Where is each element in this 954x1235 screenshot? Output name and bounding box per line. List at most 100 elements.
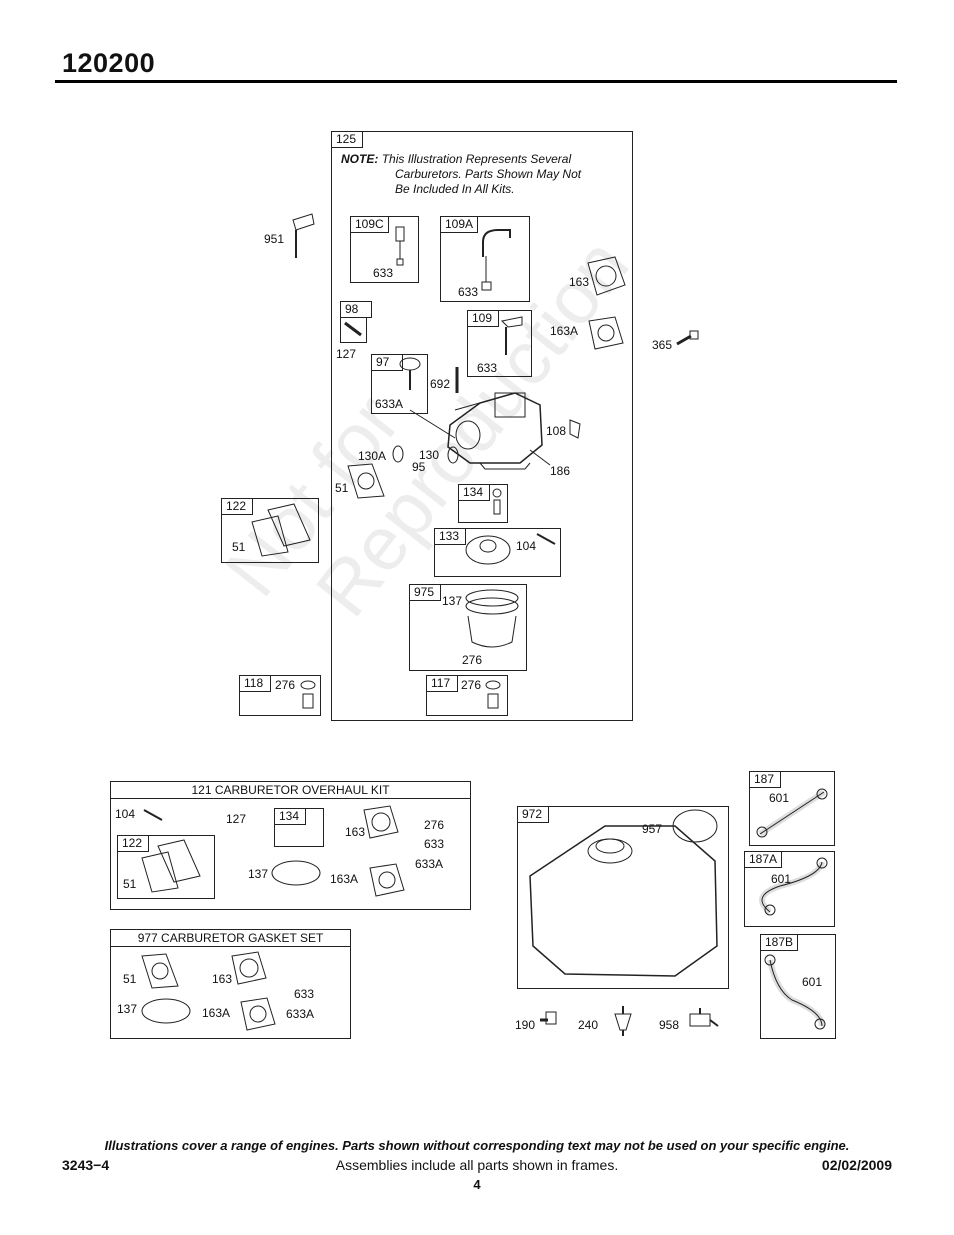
part-number: 276 xyxy=(424,818,445,832)
note-label: NOTE: xyxy=(341,152,379,166)
frame-tag: 972 xyxy=(517,806,549,823)
part-number: 104 xyxy=(115,807,136,821)
fuel-line-icon xyxy=(750,856,830,922)
part-number: 137 xyxy=(248,867,269,881)
frame-tag: 187 xyxy=(749,771,781,788)
kit-frame-134: 134 xyxy=(274,808,324,847)
part-frame-109c: 109C xyxy=(350,216,419,283)
footer-center-text: Assemblies include all parts shown in fr… xyxy=(335,1157,619,1173)
part-number: 137 xyxy=(117,1002,138,1016)
part-number: 601 xyxy=(769,791,790,805)
part-number-190: 190 xyxy=(515,1018,536,1032)
part-number: 137 xyxy=(442,594,463,608)
part-number-108: 108 xyxy=(546,424,567,438)
float-icon xyxy=(463,532,513,568)
frame-tag: 118 xyxy=(239,675,271,692)
part-number-365: 365 xyxy=(652,338,673,352)
frame-tag: 109C xyxy=(350,216,389,233)
illustration-note: NOTE: This Illustration Represents Sever… xyxy=(341,152,621,197)
part-number: 276 xyxy=(275,678,296,692)
frame-tag: 109A xyxy=(440,216,479,233)
frame-tag: 97 xyxy=(371,354,403,371)
gasket-icon xyxy=(228,950,270,988)
frame-tag: 98 xyxy=(340,301,372,318)
frame-tag: 117 xyxy=(426,675,458,692)
part-frame-187: 187 xyxy=(749,771,835,846)
valve-icon xyxy=(398,356,422,394)
part-frame-187b: 187B xyxy=(760,934,836,1039)
part-number: 163 xyxy=(212,972,233,986)
gasket-set-frame: 977 CARBURETOR GASKET SET xyxy=(110,929,351,1039)
jet-icon xyxy=(490,488,504,518)
bolt-icon xyxy=(675,330,700,348)
part-frame-98: 98 xyxy=(340,301,372,343)
gasket-set-title: 977 CARBURETOR GASKET SET xyxy=(111,930,350,947)
note-line2: Carburetors. Parts Shown May Not xyxy=(395,167,582,181)
frame-tag: 187A xyxy=(744,851,783,868)
pin-icon xyxy=(452,365,462,395)
part-number-51: 51 xyxy=(335,481,349,495)
part-number: 633A xyxy=(286,1007,315,1021)
part-number-240: 240 xyxy=(578,1018,599,1032)
part-number: 633 xyxy=(424,837,445,851)
carburetor-body-icon xyxy=(440,385,550,470)
washer-icon xyxy=(391,444,405,464)
part-frame-972: 972 xyxy=(517,806,729,989)
frame-tag: 109 xyxy=(467,310,499,327)
pin-icon xyxy=(142,808,164,822)
shutoff-valve-icon xyxy=(686,1006,720,1036)
page-number: 4 xyxy=(473,1177,481,1192)
bolt-icon xyxy=(538,1010,558,1030)
fuel-line-icon xyxy=(762,950,832,1034)
part-number-95: 95 xyxy=(412,460,426,474)
fuel-tank-icon xyxy=(525,806,725,981)
kit-frame-122: 122 xyxy=(117,835,215,899)
gasket-icon xyxy=(585,315,627,353)
float-needle-icon xyxy=(390,225,410,270)
frame-tag: 122 xyxy=(221,498,253,515)
part-number: 163A xyxy=(330,872,359,886)
part-frame-975: 975 xyxy=(409,584,527,671)
o-ring-icon xyxy=(270,858,322,888)
part-number-130: 130 xyxy=(419,448,440,462)
washer-icon xyxy=(446,445,460,465)
part-number: 633A xyxy=(415,857,444,871)
choke-link-icon xyxy=(478,222,518,292)
part-number: 104 xyxy=(516,539,537,553)
part-frame-134: 134 xyxy=(458,484,508,523)
part-number: 163 xyxy=(345,825,366,839)
overhaul-kit-title: 121 CARBURETOR OVERHAUL KIT xyxy=(111,782,470,799)
part-number-163: 163 xyxy=(569,275,590,289)
part-frame-109a: 109A xyxy=(440,216,530,302)
page-title: 120200 xyxy=(62,48,156,78)
footer-date: 02/02/2009 xyxy=(821,1157,892,1173)
gasket-icon xyxy=(346,462,386,500)
part-number: 633 xyxy=(458,285,479,299)
part-frame-133: 133 xyxy=(434,528,561,577)
carburetor-frame-125: 125 xyxy=(331,131,633,721)
part-frame-187a: 187A xyxy=(744,851,835,927)
part-frame-109: 109 xyxy=(467,310,532,377)
frame-tag: 187B xyxy=(760,934,799,951)
part-frame-118: 118 xyxy=(239,675,321,716)
bowl-icon xyxy=(462,588,522,654)
spacer-icon xyxy=(250,502,312,558)
frame-tag: 134 xyxy=(274,808,306,825)
part-number-186: 186 xyxy=(550,464,571,478)
overhaul-kit-frame: 121 CARBURETOR OVERHAUL KIT xyxy=(110,781,471,910)
gasket-icon xyxy=(360,804,402,842)
part-frame-97: 97 xyxy=(371,354,428,414)
gasket-icon xyxy=(140,952,180,990)
title-rule xyxy=(55,80,897,83)
gasket-icon xyxy=(583,255,628,297)
frame-tag: 134 xyxy=(458,484,490,501)
part-number: 276 xyxy=(461,678,482,692)
gasket-icon xyxy=(237,996,277,1032)
frame-tag: 975 xyxy=(409,584,441,601)
fuel-line-icon xyxy=(752,786,832,841)
screw-icon xyxy=(343,320,363,338)
part-number-127: 127 xyxy=(336,347,357,361)
part-frame-117: 117 xyxy=(426,675,508,716)
part-number: 127 xyxy=(226,812,247,826)
part-number-692: 692 xyxy=(430,377,451,391)
